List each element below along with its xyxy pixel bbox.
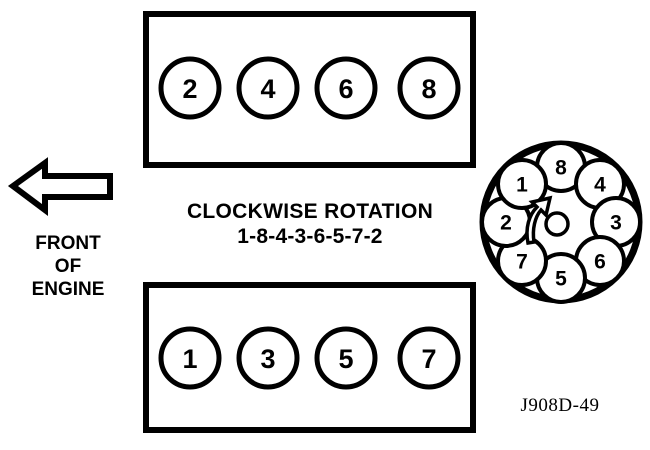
cylinder-number: 5 (338, 344, 353, 374)
firing-order-label: 1-8-4-3-6-5-7-2 (237, 225, 383, 248)
terminal-circle (496, 158, 548, 210)
cylinder-circle (158, 326, 222, 390)
cylinder-circle (236, 56, 300, 120)
cylinder-circle (158, 56, 222, 120)
front-label-line-1: FRONT (35, 233, 101, 254)
bottom-cylinder-1: 1 (158, 326, 222, 390)
distributor-terminal-1: 1 (496, 158, 548, 210)
rotation-info-block: CLOCKWISE ROTATION 1-8-4-3-6-5-7-2 (145, 200, 475, 250)
front-label-line-3: ENGINE (31, 279, 105, 300)
cylinder-number: 6 (338, 74, 353, 104)
cylinder-circle (314, 56, 378, 120)
front-of-engine-label: FRONT OF ENGINE (6, 232, 130, 301)
clockwise-rotation-arrow-icon (525, 195, 553, 246)
top-cylinder-1: 2 (158, 56, 222, 120)
rotation-direction-label: CLOCKWISE ROTATION (186, 200, 434, 223)
cylinder-number: 4 (260, 74, 275, 104)
bottom-cylinder-2: 3 (236, 326, 300, 390)
cylinder-number: 2 (182, 74, 197, 104)
cylinder-number: 3 (260, 344, 275, 374)
terminal-number: 3 (610, 212, 622, 235)
cylinder-number: 8 (421, 74, 436, 104)
front-of-engine-arrow-icon (7, 157, 113, 216)
terminal-number: 8 (555, 157, 567, 180)
cylinder-circle (314, 326, 378, 390)
top-cylinder-2: 4 (236, 56, 300, 120)
bottom-cylinder-3: 5 (314, 326, 378, 390)
top-cylinder-3: 6 (314, 56, 378, 120)
cylinder-number: 7 (421, 344, 436, 374)
terminal-number: 5 (555, 268, 567, 291)
cylinder-circle (236, 326, 300, 390)
terminal-number: 1 (516, 174, 528, 197)
bottom-cylinder-bank: 1 3 5 7 (143, 282, 476, 433)
terminal-number: 6 (594, 251, 606, 274)
cylinder-circle (397, 56, 461, 120)
terminal-number: 7 (516, 251, 528, 274)
distributor-cap: 8 4 3 6 5 7 2 (479, 140, 643, 304)
cylinder-number: 1 (182, 344, 197, 374)
terminal-number: 2 (500, 212, 512, 235)
rotor-shaft-icon (544, 211, 570, 237)
cylinder-circle (397, 326, 461, 390)
front-label-line-2: OF (54, 256, 82, 277)
distributor-terminal-6: 6 (574, 235, 626, 287)
figure-id-label: J908D-49 (520, 395, 600, 416)
bottom-cylinder-4: 7 (397, 326, 461, 390)
terminal-number: 4 (594, 174, 606, 197)
top-cylinder-4: 8 (397, 56, 461, 120)
top-cylinder-bank: 2 4 6 8 (143, 11, 476, 168)
